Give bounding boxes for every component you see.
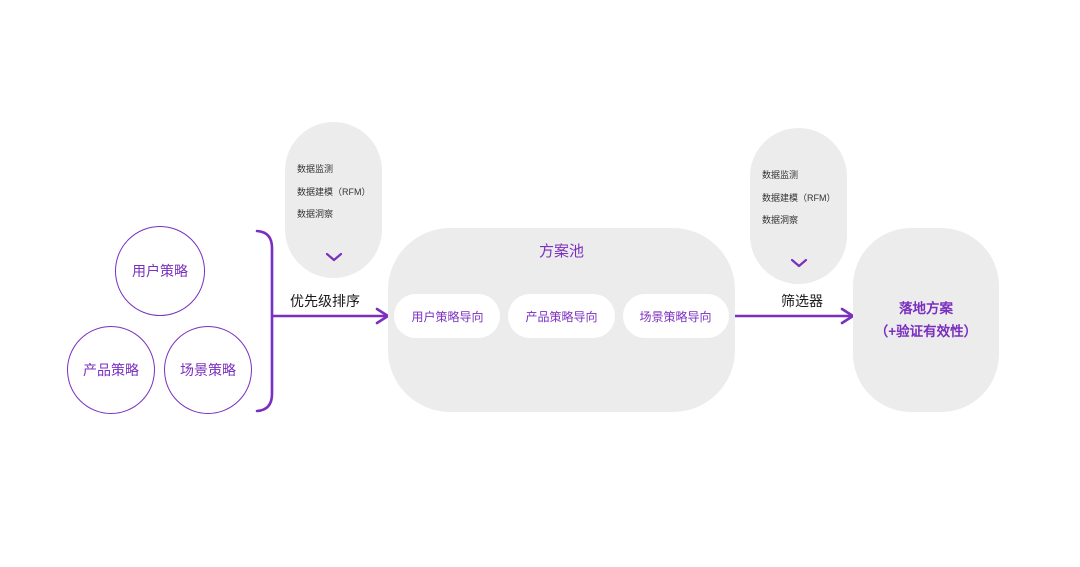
data-capsule-filter: 数据监测 数据建模（RFM） 数据洞察 xyxy=(750,128,847,284)
data-capsule-priority: 数据监测 数据建模（RFM） 数据洞察 xyxy=(285,122,382,278)
circle-user-strategy-label: 用户策略 xyxy=(132,263,188,279)
capsule-item: 数据监测 xyxy=(297,164,334,174)
filter-arrow-label: 筛选器 xyxy=(781,293,823,309)
pill-user-oriented: 用户策略导向 xyxy=(394,294,501,338)
filter-arrow-head xyxy=(840,307,855,325)
circle-user-strategy: 用户策略 xyxy=(115,226,205,316)
chevron-down-icon xyxy=(325,252,342,262)
solution-pool-title: 方案池 xyxy=(538,243,584,260)
chevron-down-icon xyxy=(790,258,807,268)
capsule-item: 数据建模（RFM） xyxy=(762,192,836,203)
pill-user-oriented-label: 用户策略导向 xyxy=(411,309,484,324)
solution-pool: 方案池 用户策略导向 产品策略导向 场景策略导向 xyxy=(388,228,735,412)
solution-pool-pills: 用户策略导向 产品策略导向 场景策略导向 xyxy=(394,294,729,338)
circle-product-strategy: 产品策略 xyxy=(67,326,155,414)
capsule-item: 数据监测 xyxy=(762,170,799,180)
circle-product-strategy-label: 产品策略 xyxy=(83,362,139,378)
landing-plan-title: 落地方案 xyxy=(899,301,953,316)
pill-scene-oriented: 场景策略导向 xyxy=(622,294,729,338)
landing-plan-subtitle: （+验证有效性） xyxy=(874,324,978,339)
circle-scene-strategy: 场景策略 xyxy=(164,326,252,414)
capsule-item: 数据洞察 xyxy=(762,215,799,225)
capsule-item: 数据洞察 xyxy=(297,209,334,219)
landing-plan-box: 落地方案 （+验证有效性） xyxy=(853,228,999,412)
pill-product-oriented: 产品策略导向 xyxy=(508,294,615,338)
priority-arrow-head xyxy=(375,307,390,325)
gather-bracket xyxy=(255,229,274,413)
capsule-item: 数据建模（RFM） xyxy=(297,186,371,197)
circle-scene-strategy-label: 场景策略 xyxy=(180,362,236,378)
priority-arrow-label: 优先级排序 xyxy=(290,293,360,309)
pill-product-oriented-label: 产品策略导向 xyxy=(525,309,598,324)
pill-scene-oriented-label: 场景策略导向 xyxy=(639,309,712,324)
